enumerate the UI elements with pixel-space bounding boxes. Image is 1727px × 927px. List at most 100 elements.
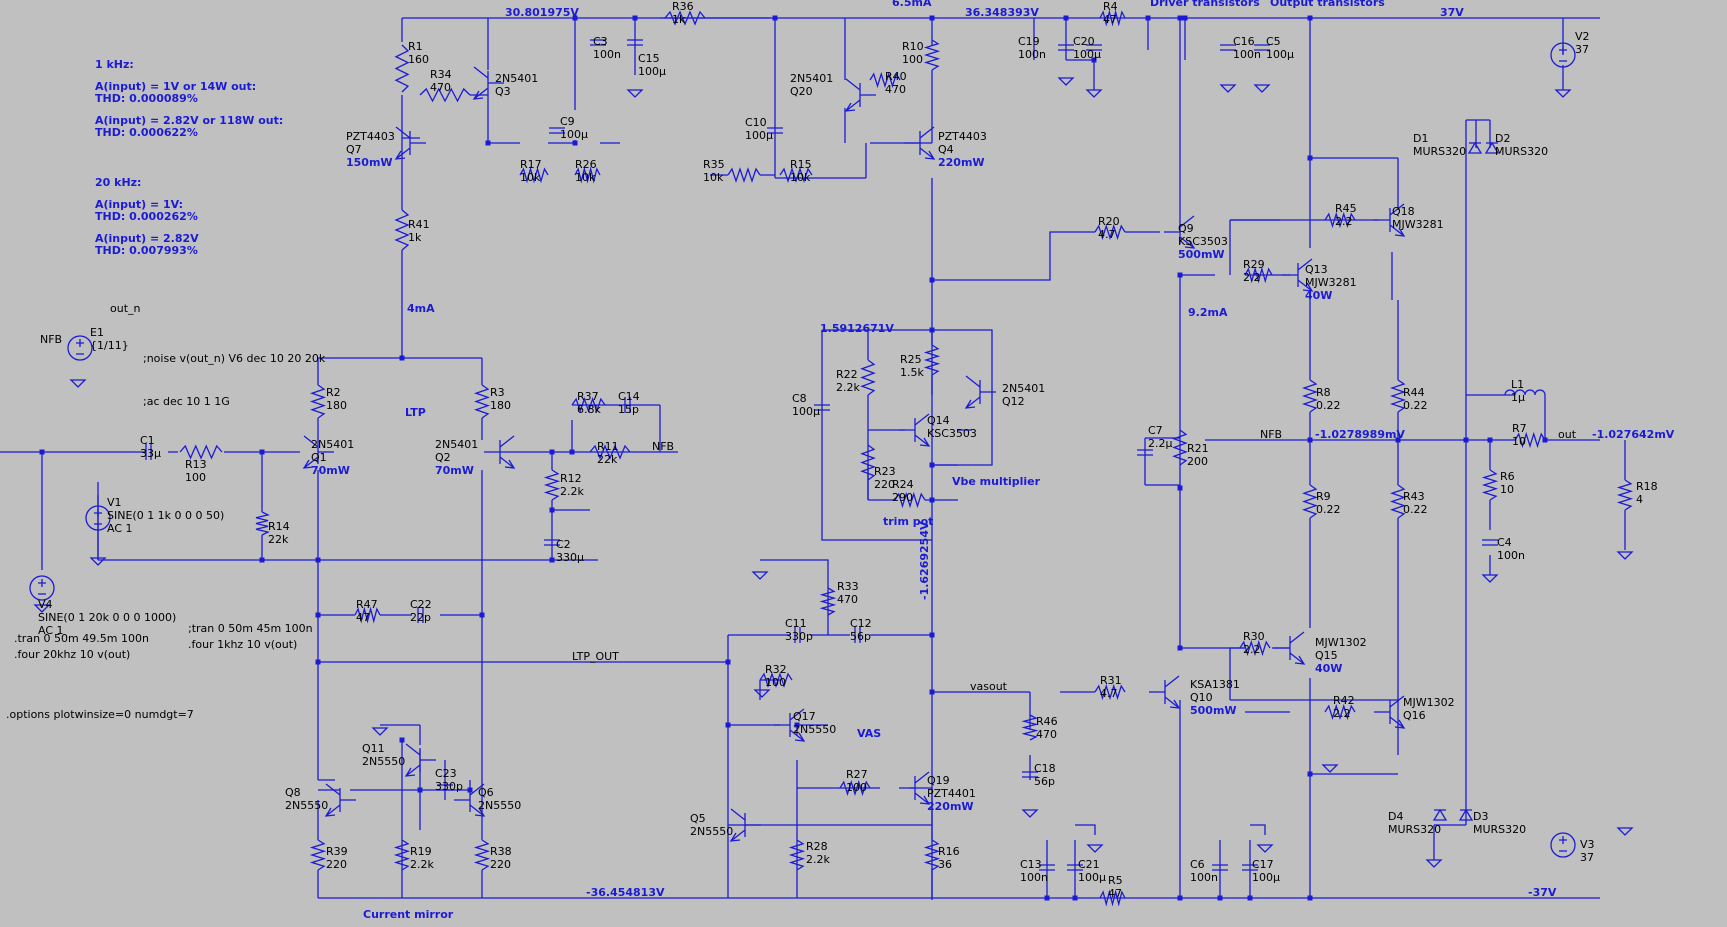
resistor-r27[interactable] (839, 779, 871, 797)
resistor-r42[interactable] (1324, 703, 1356, 721)
transistor-q5[interactable] (729, 808, 761, 842)
resistor-r4[interactable] (1099, 9, 1126, 27)
capacitor-c4[interactable] (1482, 539, 1498, 546)
capacitor-c13[interactable] (1039, 864, 1055, 871)
voltage-source-v1[interactable] (85, 505, 111, 531)
resistor-r43[interactable] (1390, 484, 1406, 519)
capacitor-c2[interactable] (544, 539, 560, 546)
transistor-q11[interactable] (404, 743, 436, 777)
resistor-r18[interactable] (1616, 479, 1634, 511)
resistor-r24[interactable] (894, 491, 926, 509)
resistor-r3[interactable] (474, 384, 490, 419)
resistor-r15[interactable] (779, 166, 813, 184)
transistor-q8[interactable] (324, 783, 356, 817)
resistor-r39[interactable] (309, 839, 327, 871)
resistor-r35[interactable] (727, 166, 761, 184)
resistor-r37[interactable] (571, 397, 606, 413)
resistor-r34[interactable] (419, 87, 471, 103)
resistor-r44[interactable] (1389, 379, 1407, 413)
capacitor-c12[interactable] (854, 627, 861, 643)
capacitor-c15[interactable] (627, 39, 643, 46)
diode-d3[interactable] (1458, 808, 1474, 821)
diode-d1[interactable] (1467, 141, 1483, 154)
resistor-r17[interactable] (519, 166, 549, 184)
resistor-r33[interactable] (819, 587, 837, 616)
capacitor-c16[interactable] (1220, 44, 1236, 51)
transistor-q3[interactable] (472, 66, 504, 100)
resistor-r38[interactable] (473, 839, 491, 871)
transistor-q9[interactable] (1164, 215, 1196, 249)
capacitor-c11[interactable] (794, 627, 801, 643)
capacitor-c8[interactable] (814, 404, 830, 411)
capacitor-c14[interactable] (624, 397, 631, 413)
resistor-r9[interactable] (1302, 484, 1318, 519)
source-e1[interactable] (67, 335, 93, 361)
capacitor-c10[interactable] (767, 127, 783, 134)
transistor-q18[interactable] (1374, 203, 1406, 237)
resistor-r28[interactable] (788, 839, 806, 871)
resistor-r8[interactable] (1301, 379, 1319, 413)
capacitor-c17[interactable] (1242, 864, 1258, 871)
capacitor-c23[interactable] (437, 784, 453, 791)
capacitor-c6[interactable] (1212, 864, 1228, 871)
capacitor-c22[interactable] (417, 607, 424, 623)
resistor-r10[interactable] (923, 39, 941, 71)
resistor-r32[interactable] (759, 671, 793, 689)
capacitor-c1[interactable] (145, 444, 152, 460)
resistor-r30[interactable] (1239, 639, 1271, 657)
capacitor-c19[interactable] (1058, 44, 1074, 51)
resistor-r45[interactable] (1324, 211, 1356, 229)
resistor-r13[interactable] (179, 444, 223, 460)
voltage-source-v2[interactable] (1550, 42, 1576, 68)
resistor-r41[interactable] (394, 209, 410, 251)
diode-d4[interactable] (1432, 808, 1448, 821)
resistor-r25[interactable] (923, 344, 941, 376)
transistor-q2[interactable] (484, 435, 516, 469)
capacitor-c21[interactable] (1067, 864, 1083, 871)
resistor-r36[interactable] (664, 10, 706, 26)
resistor-r20[interactable] (1094, 223, 1126, 241)
resistor-r11[interactable] (589, 444, 631, 460)
voltage-source-v3[interactable] (1550, 832, 1576, 858)
resistor-r29[interactable] (1244, 266, 1273, 284)
transistor-q7[interactable] (394, 126, 426, 160)
resistor-r19[interactable] (393, 839, 411, 871)
resistor-r12[interactable] (543, 469, 561, 501)
transistor-q19[interactable] (899, 771, 931, 805)
capacitor-c7[interactable] (1137, 449, 1153, 456)
resistor-r26[interactable] (574, 166, 601, 184)
resistor-r31[interactable] (1094, 683, 1126, 701)
resistor-r21[interactable] (1172, 429, 1188, 466)
resistor-r22[interactable] (860, 359, 876, 396)
capacitor-c18[interactable] (1022, 771, 1038, 778)
resistor-r1[interactable] (394, 44, 410, 93)
transistor-q15[interactable] (1274, 631, 1306, 665)
transistor-q16[interactable] (1374, 695, 1406, 729)
capacitor-c3[interactable] (590, 39, 606, 46)
transistor-q12[interactable] (964, 375, 996, 409)
capacitor-c9[interactable] (549, 127, 565, 134)
transistor-q20[interactable] (844, 78, 876, 112)
capacitor-c5[interactable] (1254, 44, 1270, 51)
inductor-l1[interactable] (1504, 389, 1546, 396)
capacitor-c20[interactable] (1086, 44, 1102, 51)
resistor-r7[interactable] (1514, 431, 1546, 449)
resistor-r47[interactable] (354, 606, 381, 624)
resistor-r46[interactable] (1021, 714, 1039, 741)
transistor-q4[interactable] (904, 126, 936, 160)
transistor-q14[interactable] (899, 413, 931, 447)
transistor-q13[interactable] (1282, 258, 1314, 292)
transistor-q6[interactable] (454, 783, 486, 817)
resistor-r5[interactable] (1099, 889, 1126, 907)
resistor-r16[interactable] (923, 839, 941, 871)
resistor-r14[interactable] (255, 511, 270, 536)
voltage-source-v4[interactable] (29, 575, 55, 601)
diode-d2[interactable] (1484, 141, 1500, 154)
transistor-q1[interactable] (302, 435, 334, 469)
resistor-r2[interactable] (310, 384, 326, 419)
resistor-r6[interactable] (1481, 469, 1499, 501)
transistor-q17[interactable] (774, 708, 806, 742)
resistor-r23[interactable] (860, 444, 876, 481)
